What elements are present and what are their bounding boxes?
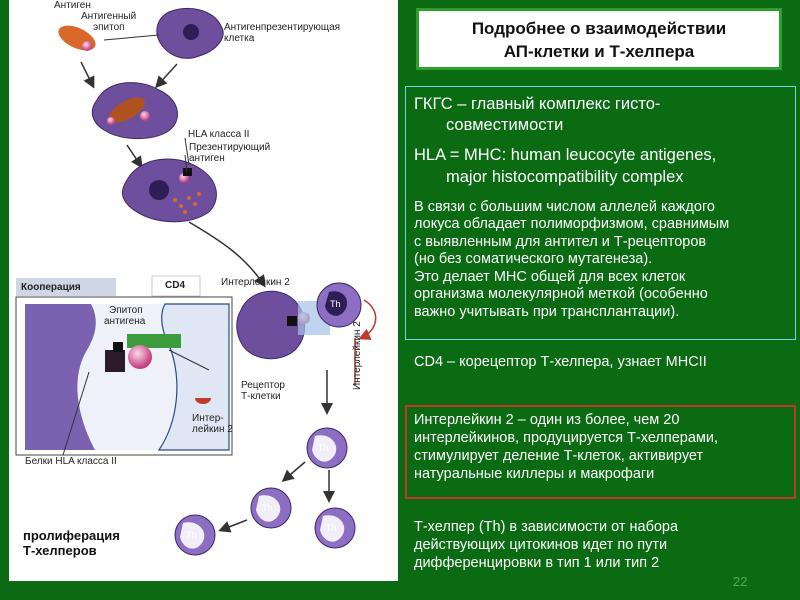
alleles-line7: важно учитывать при трансплантации). bbox=[414, 304, 680, 320]
alleles-line6: организма молекулярной меткой (особенно bbox=[414, 286, 708, 302]
th-cell-3 bbox=[250, 487, 292, 529]
label-cooperation: Кооперация bbox=[21, 282, 81, 293]
mhc-info-box bbox=[405, 86, 796, 340]
label-proliferation-1: пролиферация bbox=[23, 528, 120, 543]
il2-line3: стимулирует деление Т-клеток, активирует bbox=[414, 448, 704, 464]
label-apc-2: клетка bbox=[224, 33, 255, 44]
gkgs-line1: ГКГС – главный комплекс гисто- bbox=[414, 95, 661, 113]
label-presenting-1: Презентирующий bbox=[189, 142, 271, 153]
label-th-4: Th bbox=[326, 523, 337, 533]
label-receptor-1: Рецептор bbox=[241, 380, 285, 391]
label-th-1: Th bbox=[330, 299, 341, 309]
th-cell-5 bbox=[174, 514, 216, 556]
th-line1: Т-хелпер (Th) в зависимости от набора bbox=[414, 519, 679, 535]
alleles-line1: В связи с большим числом аллелей каждого bbox=[414, 199, 715, 215]
alleles-line3: с выявленным для антител и Т-рецепторов bbox=[414, 234, 707, 250]
il2-line2: интерлейкинов, продуцируется Т-хелперами… bbox=[414, 430, 719, 446]
hla-line2: major histocompatibility complex bbox=[446, 168, 684, 186]
th-cell-1 bbox=[316, 282, 362, 328]
label-interleukin2-split-1: Интер- bbox=[192, 413, 224, 424]
label-th-2: Th bbox=[318, 443, 329, 453]
th-line3: дифференцировки в тип 1 или тип 2 bbox=[414, 555, 660, 571]
hla-line1: HLA = MHC: human leucocyte antigenes, bbox=[414, 146, 717, 164]
il2-line4: натуральные киллеры и макрофаги bbox=[414, 466, 655, 482]
gkgs-line2: совместимости bbox=[446, 116, 564, 134]
slide-title-line2: АП-клетки и Т-хелпера bbox=[503, 42, 695, 61]
label-interleukin2: Интерлейкин 2 bbox=[221, 277, 290, 288]
label-interleukin2-split-2: лейкин 2 bbox=[192, 424, 233, 435]
interleukin2-box bbox=[405, 405, 796, 499]
cooperation-box bbox=[15, 296, 233, 456]
label-antigen: Антиген bbox=[54, 0, 91, 11]
th-line2: действующих цитокинов идет по пути bbox=[414, 537, 668, 553]
label-hla-class2: HLA класса II bbox=[188, 129, 250, 140]
label-hla-proteins: Белки HLA класса II bbox=[25, 456, 117, 467]
label-proliferation-2: Т-хелперов bbox=[23, 543, 97, 558]
label-th-5: Th bbox=[186, 530, 197, 540]
th-cell-2 bbox=[306, 427, 348, 469]
immune-cooperation-diagram bbox=[15, 8, 377, 556]
cd4-text: CD4 – корецептор Т-хелпера, узнает МНСII bbox=[414, 354, 707, 370]
antigen-bacterium bbox=[58, 25, 96, 51]
page-number: 22 bbox=[733, 574, 748, 589]
alleles-line2: локуса обладает полиморфизмом, сравнимым bbox=[414, 216, 730, 232]
apc-cell-4 bbox=[236, 290, 306, 360]
label-epitope-2: антигена bbox=[104, 316, 146, 327]
il2-line1: Интерлейкин 2 – один из более, чем 20 bbox=[414, 412, 680, 428]
th-cell-4 bbox=[314, 507, 356, 549]
figure-panel: Антиген Антигенный эпитоп Антигенпрезент… bbox=[9, 0, 398, 581]
apc-cell-3 bbox=[121, 158, 217, 223]
alleles-line4: (но без соматического мутагенеза). bbox=[414, 251, 653, 267]
label-apc-1: Антигенпрезентирующая bbox=[224, 22, 341, 33]
label-interleukin2-vertical: Интерлейкин 2 bbox=[352, 321, 363, 390]
slide-title-box: Подробнее о взаимодействии АП-клетки и Т… bbox=[416, 8, 782, 70]
label-antigenic-epitope-2: эпитоп bbox=[93, 22, 125, 33]
slide-title-line1: Подробнее о взаимодействии bbox=[471, 19, 727, 38]
label-th-3: Th bbox=[262, 503, 273, 513]
label-presenting-2: антиген bbox=[189, 153, 225, 164]
alleles-line5: Это делает МНС общей для всех клеток bbox=[414, 269, 686, 285]
label-cd4: CD4 bbox=[165, 280, 186, 291]
label-antigenic-epitope-1: Антигенный bbox=[81, 11, 137, 22]
label-receptor-2: Т-клетки bbox=[241, 391, 281, 402]
label-epitope-1: Эпитоп bbox=[109, 305, 143, 316]
